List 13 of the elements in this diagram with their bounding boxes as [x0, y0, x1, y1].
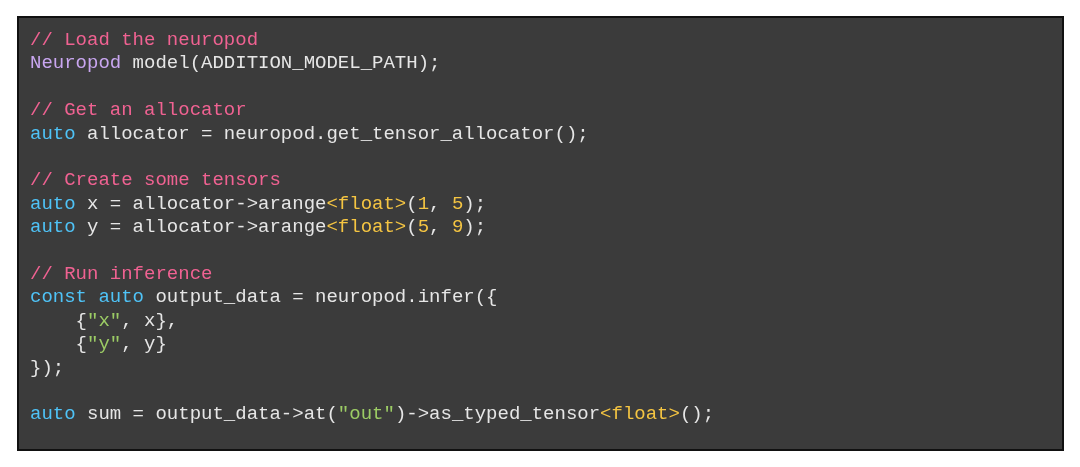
code-line: const auto output_data = neuropod.infer({ [30, 286, 498, 310]
code-line: auto x = allocator->arange<float>(1, 5); [30, 192, 487, 216]
code-line: auto sum = output_data->at("out")->as_typed_tensor<float>(); [30, 403, 715, 427]
code-comment: // Get an allocator [30, 99, 247, 123]
code-comment: // Load the neuropod [30, 29, 259, 52]
code-line: auto allocator = neuropod.get_tensor_allocator(); [30, 122, 589, 146]
code-line: }); [30, 356, 65, 380]
code-comment: // Run inference [30, 263, 213, 286]
code-line: {"y", y} [75, 333, 167, 357]
code-comment: // Create some tensors [30, 169, 281, 193]
code-line: Neuropod model(ADDITION_MODEL_PATH); [30, 52, 441, 76]
code-line: auto y = allocator->arange<float>(5, 9); [30, 216, 487, 240]
code-line: {"x", x}, [75, 309, 179, 333]
